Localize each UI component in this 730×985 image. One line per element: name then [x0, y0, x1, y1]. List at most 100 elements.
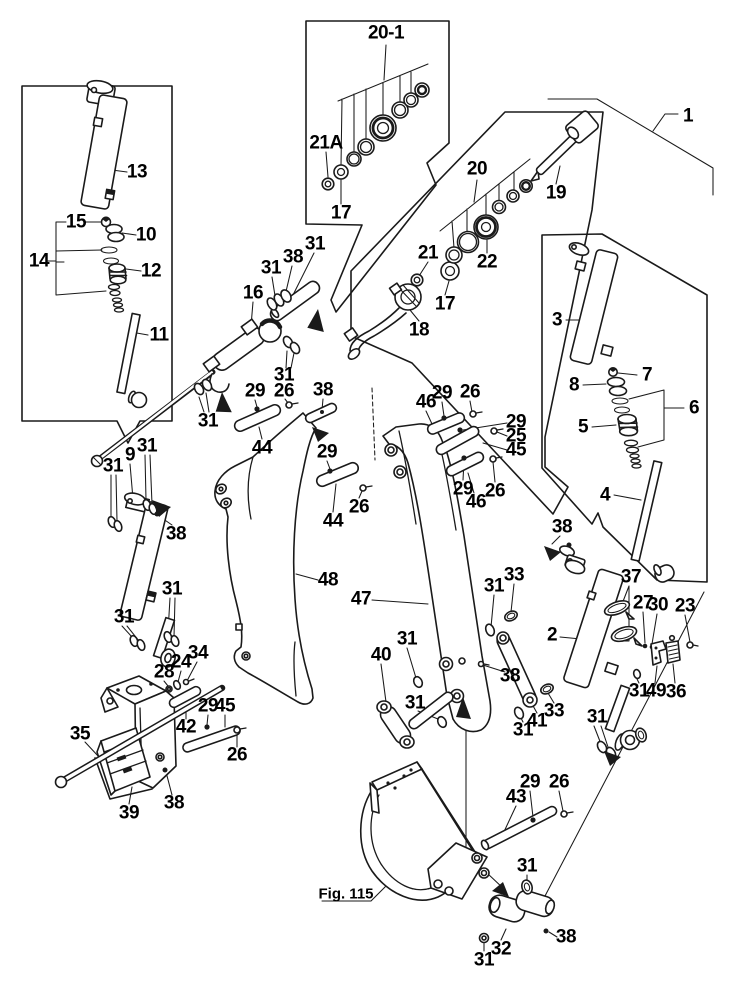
- part-label-49: 49: [646, 681, 666, 702]
- part-label-47: 47: [351, 589, 371, 610]
- part-label-21: 21: [418, 243, 439, 264]
- inset-box-swing-cylinder-kit: [21, 79, 173, 444]
- link-41: [484, 610, 554, 720]
- part-label-38: 38: [552, 517, 572, 538]
- nut-15: [100, 216, 112, 228]
- part-label-13: 13: [127, 162, 147, 183]
- part-label-31: 31: [162, 579, 183, 600]
- bucket: [359, 761, 574, 944]
- part-label-29: 29: [317, 442, 337, 463]
- part-label-3: 3: [552, 310, 562, 331]
- part-label-42: 42: [176, 717, 196, 738]
- part-label-26: 26: [460, 382, 480, 403]
- piston-rod-19: [535, 110, 599, 176]
- o-rings-6: [611, 397, 631, 414]
- part-label-44: 44: [252, 438, 273, 459]
- part-label-28: 28: [154, 662, 174, 683]
- part-label-27: 27: [633, 593, 653, 614]
- pin-44-upper: [233, 401, 299, 433]
- piston-12: [107, 263, 128, 297]
- boom-48: [214, 401, 373, 705]
- pin-42: [168, 685, 202, 709]
- leader-lines-path: [47, 44, 714, 952]
- seal-kit-band-20: [343, 110, 604, 515]
- part-label-29: 29: [432, 383, 452, 404]
- part-label-34: 34: [188, 643, 209, 664]
- pin-46-upper: [426, 410, 483, 435]
- pin-45-upper: [435, 425, 504, 456]
- clamp-hardware: [632, 634, 699, 680]
- part-label-26: 26: [485, 481, 505, 502]
- seal-kit-rings: [410, 170, 540, 287]
- part-label-6: 6: [689, 398, 699, 419]
- part-label-18: 18: [409, 320, 429, 341]
- part-label-33: 33: [504, 565, 524, 586]
- inset-box-outline: [305, 20, 450, 313]
- arrow-icon: [215, 392, 232, 413]
- piston-rod-4: [629, 453, 675, 583]
- pin-44-lower: [315, 461, 373, 492]
- gland-8: [606, 376, 628, 397]
- part-label-38: 38: [283, 247, 303, 268]
- band-outline: [350, 111, 604, 515]
- part-label-22: 22: [477, 252, 497, 273]
- part-label-29: 29: [506, 412, 526, 433]
- hidden-line: [371, 387, 376, 461]
- part-label-45: 45: [506, 440, 527, 461]
- part-label-29: 29: [453, 479, 473, 500]
- part-label-31: 31: [629, 681, 650, 702]
- part-label-17: 17: [331, 203, 351, 224]
- pin-35: [54, 684, 226, 789]
- cylinder-3: [568, 242, 619, 365]
- part-label-16: 16: [243, 283, 263, 304]
- pin-46-lower: [445, 451, 503, 477]
- part-label-46: 46: [416, 392, 436, 413]
- swing-bracket-39: [54, 675, 247, 800]
- gland-10: [105, 223, 125, 243]
- part-label-48: 48: [318, 570, 338, 591]
- part-label-31: 31: [261, 258, 282, 279]
- part-label-23: 23: [675, 596, 695, 617]
- part-label-44: 44: [323, 511, 344, 532]
- part-label-26: 26: [274, 381, 294, 402]
- part-label-25: 25: [506, 426, 527, 447]
- part-label-29: 29: [520, 772, 540, 793]
- part-label-31: 31: [114, 607, 135, 628]
- part-label-36: 36: [666, 682, 686, 703]
- part-label-19: 19: [546, 183, 566, 204]
- part-label-31: 31: [484, 576, 505, 597]
- piston-5: [617, 413, 640, 454]
- part-label-31: 31: [103, 456, 124, 477]
- part-label-31: 31: [474, 950, 495, 971]
- part-label-15: 15: [66, 212, 87, 233]
- part-label-41: 41: [527, 711, 548, 732]
- arrow-icon: [152, 500, 171, 517]
- pivot-boss-32: [478, 879, 556, 944]
- part-label-26: 26: [227, 745, 247, 766]
- part-label-38: 38: [313, 380, 333, 401]
- location-arrows: [152, 309, 621, 897]
- arm-47: [376, 410, 554, 749]
- part-label-31: 31: [517, 856, 538, 877]
- part-label-30: 30: [648, 595, 668, 616]
- part-label-31: 31: [513, 720, 534, 741]
- inset-box-outline: [541, 233, 708, 583]
- part-label-31: 31: [405, 693, 426, 714]
- part-label-31: 31: [305, 234, 326, 255]
- arrow-icon: [312, 427, 329, 442]
- part-label-10: 10: [136, 225, 156, 246]
- part-label-40: 40: [371, 645, 391, 666]
- part-label-38: 38: [500, 666, 520, 687]
- part-label-46: 46: [466, 492, 486, 513]
- washer-set: [193, 289, 301, 396]
- cylinder-13: [80, 79, 128, 210]
- figure-reference: Fig. 115: [318, 886, 373, 903]
- part-label-35: 35: [70, 724, 91, 745]
- part-label-2: 2: [547, 625, 557, 646]
- piston-rod-11: [111, 297, 148, 409]
- seal-kit-rings: [321, 82, 430, 191]
- arrow-icon: [492, 882, 509, 897]
